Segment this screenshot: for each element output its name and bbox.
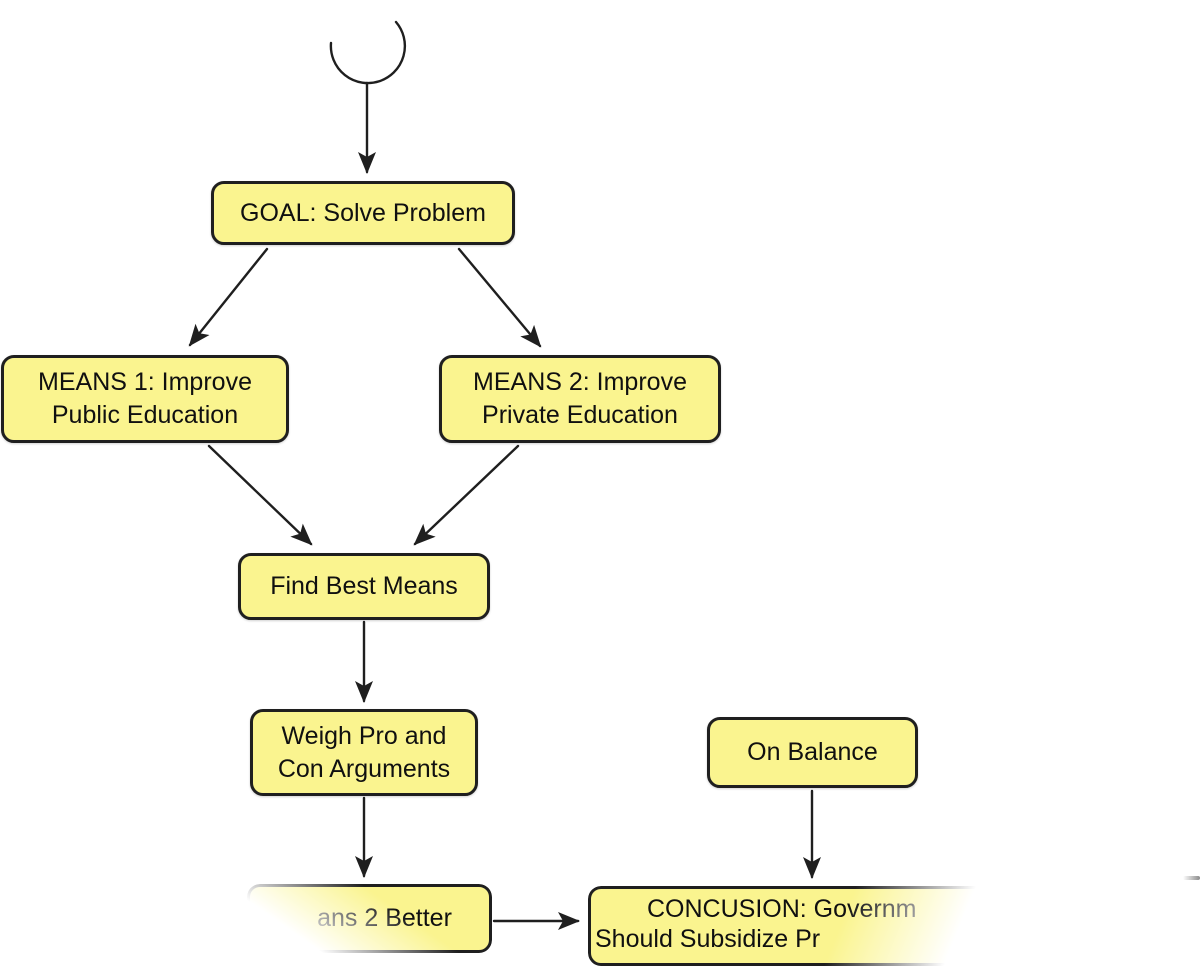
node-means1-line2: Public Education [51,401,239,429]
node-means2-line2: Private Education [482,401,678,429]
edge-means1-to-findbest-arrow [207,444,313,546]
node-on-balance: On Balance [707,717,918,788]
node-conclusion: CONCUSION: Governm Should Subsidize Pr [588,886,1018,966]
node-weigh-arguments-line2: Con Arguments [277,754,451,783]
node-find-best-means: Find Best Means [238,553,490,620]
faded-line-artifact [1183,876,1200,880]
edge-means2-to-findbest-arrow [413,444,520,546]
node-find-best-means-label: Find Best Means [270,572,458,600]
node-means1: MEANS 1: Improve Public Education [1,355,289,443]
node-weigh-arguments-line1: Weigh Pro and [281,721,447,750]
node-goal: GOAL: Solve Problem [211,181,515,245]
node-means1-line1: MEANS 1: Improve [38,368,252,396]
node-conclusion-line1: CONCUSION: Governm [647,895,917,923]
start-node-circle [329,20,407,85]
node-means2-line1: MEANS 2: Improve [473,368,687,396]
node-means2-better-label: ans 2 Better [317,904,452,932]
edge-goal-to-means2-arrow [457,247,542,348]
node-means2: MEANS 2: Improve Private Education [439,355,721,443]
edge-goal-to-means1-arrow [188,247,269,347]
node-weigh-arguments: Weigh Pro and Con Arguments [250,709,478,796]
node-conclusion-line2: Should Subsidize Pr [595,925,821,953]
node-means2-better: ans 2 Better [247,884,492,953]
node-on-balance-label: On Balance [747,738,878,766]
node-goal-label: GOAL: Solve Problem [240,198,486,227]
